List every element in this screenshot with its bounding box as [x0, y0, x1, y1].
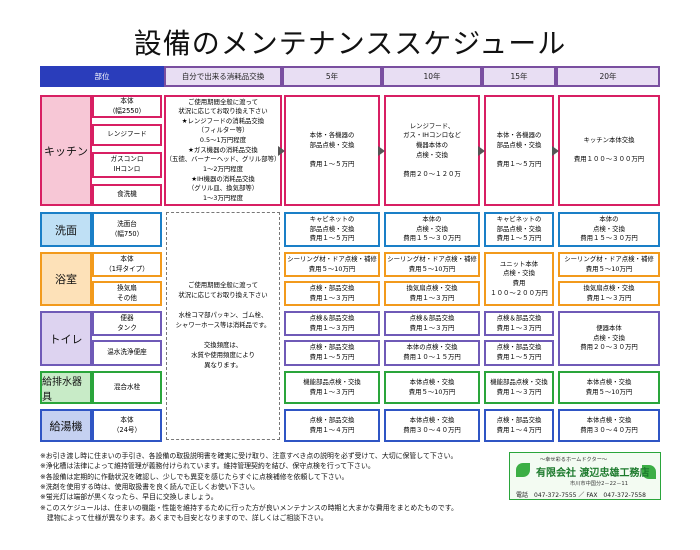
- toilet-bottom-15y: 点検・部品交換費用１～５万円: [484, 340, 554, 366]
- kitchen-20y: キッチン本体交換 費用１００～３００万円: [558, 95, 660, 206]
- header-part: 部位: [40, 66, 164, 87]
- kitchen-sub-body: 本体（幅2550）: [92, 95, 162, 118]
- note-line: ※洗剤を使用する時は、使用取扱書を良く読んで正しくお使い下さい。: [40, 483, 260, 492]
- arrow-icon: [378, 146, 385, 156]
- category-water-heater: 給湯機: [40, 409, 92, 442]
- plumbing-20y: 本体点検・交換費用５～10万円: [558, 371, 660, 404]
- kitchen-sub-dishwasher: 食洗機: [92, 184, 162, 206]
- header-10y: 10年: [382, 66, 482, 87]
- company-name: 有限会社 渡辺忠雄工務店: [536, 468, 650, 479]
- kitchen-15y: 本体・各機器の部品点検・交換 費用１～５万円: [484, 95, 554, 206]
- common-self-replace: ご使用期間全般に渡って状況に応じてお取り換え下さい 水栓コマ部パッキン、ゴム栓、…: [166, 212, 280, 440]
- toilet-top-5y: 点検＆部品交換費用１～３万円: [284, 311, 380, 336]
- toilet-20y: 便器本体点検・交換費用２０～３０万円: [558, 311, 660, 366]
- washbasin-5y: キャビネットの部品点検・交換費用１～５万円: [284, 212, 380, 247]
- note-line: ※蛍光灯は端部が黒くなったら、早目に交換しましょう。: [40, 493, 218, 502]
- company-card: ～幸せ彩るホームドクター～ 有限会社 渡辺忠雄工務店 市川市中国分2－22－11…: [509, 452, 661, 500]
- water-heater-5y: 点検・部品交換費用１～４万円: [284, 409, 380, 442]
- washbasin-15y: キャビネットの部品点検・交換費用１～５万円: [484, 212, 554, 247]
- washbasin-sub: 洗面台（幅750）: [92, 212, 162, 247]
- washbasin-10y: 本体の点検・交換費用１５～３０万円: [384, 212, 480, 247]
- kitchen-sub-rangehood: レンジフード: [92, 124, 162, 146]
- plumbing-10y: 本体点検・交換費用５～10万円: [384, 371, 480, 404]
- toilet-sub-washlet: 温水洗浄便座: [92, 340, 162, 366]
- notes-section: ※お引き渡し時に住まいの手引き、各設備の取扱説明書を確実に受け取り、注意すべき点…: [40, 451, 560, 524]
- bathroom-sub-fan: 換気扇その他: [92, 281, 162, 306]
- plumbing-15y: 機能部品点検・交換費用１～３万円: [484, 371, 554, 404]
- arrow-icon: [552, 146, 559, 156]
- arrow-icon: [278, 146, 285, 156]
- bathroom-bottom-10y: 換気扇点検・交換費用１～３万円: [384, 281, 480, 306]
- plumbing-sub-faucet: 混合水栓: [92, 371, 162, 404]
- category-bathroom: 浴室: [40, 252, 92, 306]
- company-tel: 電話 047-372-7555 ／ FAX 047-372-7558: [516, 492, 646, 499]
- toilet-top-15y: 点検＆部品交換費用１～３万円: [484, 311, 554, 336]
- company-tagline: ～幸せ彩るホームドクター～: [540, 457, 608, 463]
- category-toilet: トイレ: [40, 311, 92, 366]
- note-line: ※お引き渡し時に住まいの手引き、各設備の取扱説明書を確実に受け取り、注意すべき点…: [40, 452, 458, 460]
- header-15y: 15年: [482, 66, 556, 87]
- note-line: ※このスケジュールは、住まいの機能・性能を維持するために行った方が良いメンテナン…: [40, 503, 458, 512]
- bathroom-bottom-5y: 点検・部品交換費用１～３万円: [284, 281, 380, 306]
- header-self-replace: 自分で出来る消耗品交換: [164, 66, 282, 87]
- toilet-bottom-5y: 点検・部品交換費用１～５万円: [284, 340, 380, 366]
- bathroom-top-10y: シーリング材・ドア点検・補修費用５～10万円: [384, 252, 480, 277]
- arrow-icon: [478, 146, 485, 156]
- kitchen-10y: レンジフード、ガス・IHコンロなど機器本体の点検・交換 費用２０～１２０万: [384, 95, 480, 206]
- category-plumbing: 給排水器具: [40, 371, 92, 404]
- toilet-bottom-10y: 本体の点検・交換費用１０～１５万円: [384, 340, 480, 366]
- bathroom-top-20y: シーリング材・ドア点検・補修費用５～10万円: [558, 252, 660, 277]
- header-5y: 5年: [282, 66, 382, 87]
- category-washbasin: 洗面: [40, 212, 92, 247]
- plumbing-5y: 機能部品点検・交換費用１～３万円: [284, 371, 380, 404]
- toilet-sub-bowl: 便器タンク: [92, 311, 162, 336]
- water-heater-20y: 本体点検・交換費用３０～４０万円: [558, 409, 660, 442]
- leaf-logo-icon: [516, 463, 530, 477]
- header-20y: 20年: [556, 66, 660, 87]
- washbasin-20y: 本体の点検・交換費用１５～３０万円: [558, 212, 660, 247]
- note-line: 建物によって仕様が異なります。あくまでも目安となりますので、詳しくはご相談下さい…: [40, 514, 328, 523]
- water-heater-10y: 本体点検・交換費用３０～４０万円: [384, 409, 480, 442]
- toilet-top-10y: 点検＆部品交換費用１～３万円: [384, 311, 480, 336]
- note-line: ※各設備は定期的に作動状況を確認し、少しでも異変を感じたらすぐに点検補修を依頼し…: [40, 472, 349, 481]
- kitchen-self-replace: ご使用期間全般に渡って状況に応じてお取り換え下さい★レンジフードの消耗品交換（フ…: [164, 95, 282, 206]
- note-line: ※浄化槽は法律によって維持管理が義務付けられています。維持管理契約を結び、保守点…: [40, 462, 375, 471]
- kitchen-5y: 本体・各機器の部品点検・交換 費用１～５万円: [284, 95, 380, 206]
- bathroom-bottom-20y: 換気扇点検・交換費用１～３万円: [558, 281, 660, 306]
- page-title: 設備のメンテナンススケジュール: [133, 27, 567, 60]
- water-heater-sub: 本体（24号）: [92, 409, 162, 442]
- bathroom-sub-body: 本体（1坪タイプ）: [92, 252, 162, 277]
- category-kitchen: キッチン: [40, 95, 92, 206]
- bathroom-top-5y: シーリング材・ドア点検・補修費用５～10万円: [284, 252, 380, 277]
- company-address: 市川市中国分2－22－11: [570, 481, 629, 487]
- water-heater-15y: 点検・部品交換費用１～４万円: [484, 409, 554, 442]
